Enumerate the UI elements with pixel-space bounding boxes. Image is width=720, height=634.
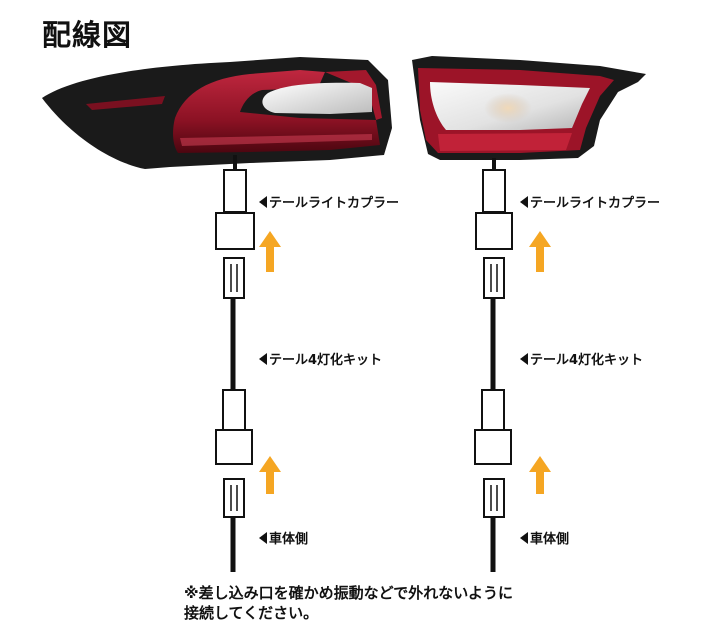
pointer-triangle-icon (520, 352, 528, 365)
right-lamp-amber-bulb (484, 93, 532, 123)
right-coupler-label: テールライトカプラー (520, 192, 660, 211)
right-kit-label: テール4灯化キット (520, 349, 643, 368)
left-vehicle-label-text: 車体側 (269, 532, 309, 547)
left-lamp-reflector-strip (86, 96, 165, 110)
note-line-1: ※差し込み口を確かめ振動などで外れないように (184, 584, 513, 602)
left-coupler-bottom-male (222, 389, 246, 431)
left-kit-label-text: テール4灯化キット (269, 353, 383, 368)
left-lamp-outer-red-stripe (325, 70, 382, 120)
left-connector-upper (223, 257, 245, 299)
left-coupler-label: テールライトカプラー (259, 192, 399, 211)
left-coupler-bottom-housing (215, 429, 253, 465)
left-coupler-top-housing (215, 212, 255, 250)
left-lamp-red-lens (173, 70, 380, 153)
left-coupler-label-text: テールライトカプラー (269, 196, 400, 211)
pointer-triangle-icon (259, 195, 267, 208)
left-upper-arrow-icon (259, 231, 281, 272)
diagram-title: 配線図 (42, 18, 133, 52)
right-kit-label-text: テール4灯化キット (530, 353, 644, 368)
left-lamp-lower-strip (180, 134, 372, 146)
left-tail-lamp (42, 57, 392, 169)
right-wiring-column (474, 158, 513, 572)
left-vehicle-label: 車体側 (259, 528, 308, 547)
installation-note: ※差し込み口を確かめ振動などで外れないように 接続してください。 (184, 583, 513, 623)
right-coupler-bottom-male (481, 389, 505, 431)
left-lamp-clear-lens (262, 82, 372, 114)
pointer-triangle-icon (259, 531, 267, 544)
note-line-2: 接続してください。 (184, 604, 319, 622)
pointer-triangle-icon (520, 531, 528, 544)
right-coupler-bottom-housing (474, 429, 512, 465)
right-upper-arrow-icon (529, 231, 551, 272)
left-coupler-top-male (223, 169, 247, 213)
right-lower-arrow-icon (529, 456, 551, 494)
left-connector-lower (223, 478, 245, 518)
right-vehicle-label-text: 車体側 (530, 532, 570, 547)
right-coupler-top-male (482, 169, 506, 213)
pointer-triangle-icon (520, 195, 528, 208)
right-lamp-lower-red (438, 133, 572, 151)
right-connector-lower (483, 478, 505, 518)
right-coupler-label-text: テールライトカプラー (530, 196, 661, 211)
right-tail-lamp (412, 56, 646, 160)
right-coupler-top-housing (475, 212, 513, 250)
right-connector-upper (483, 257, 505, 299)
pointer-triangle-icon (259, 352, 267, 365)
left-kit-label: テール4灯化キット (259, 349, 382, 368)
right-vehicle-label: 車体側 (520, 528, 569, 547)
left-lower-arrow-icon (259, 456, 281, 494)
connection-arrows (259, 231, 551, 494)
left-wiring-column (215, 155, 255, 572)
